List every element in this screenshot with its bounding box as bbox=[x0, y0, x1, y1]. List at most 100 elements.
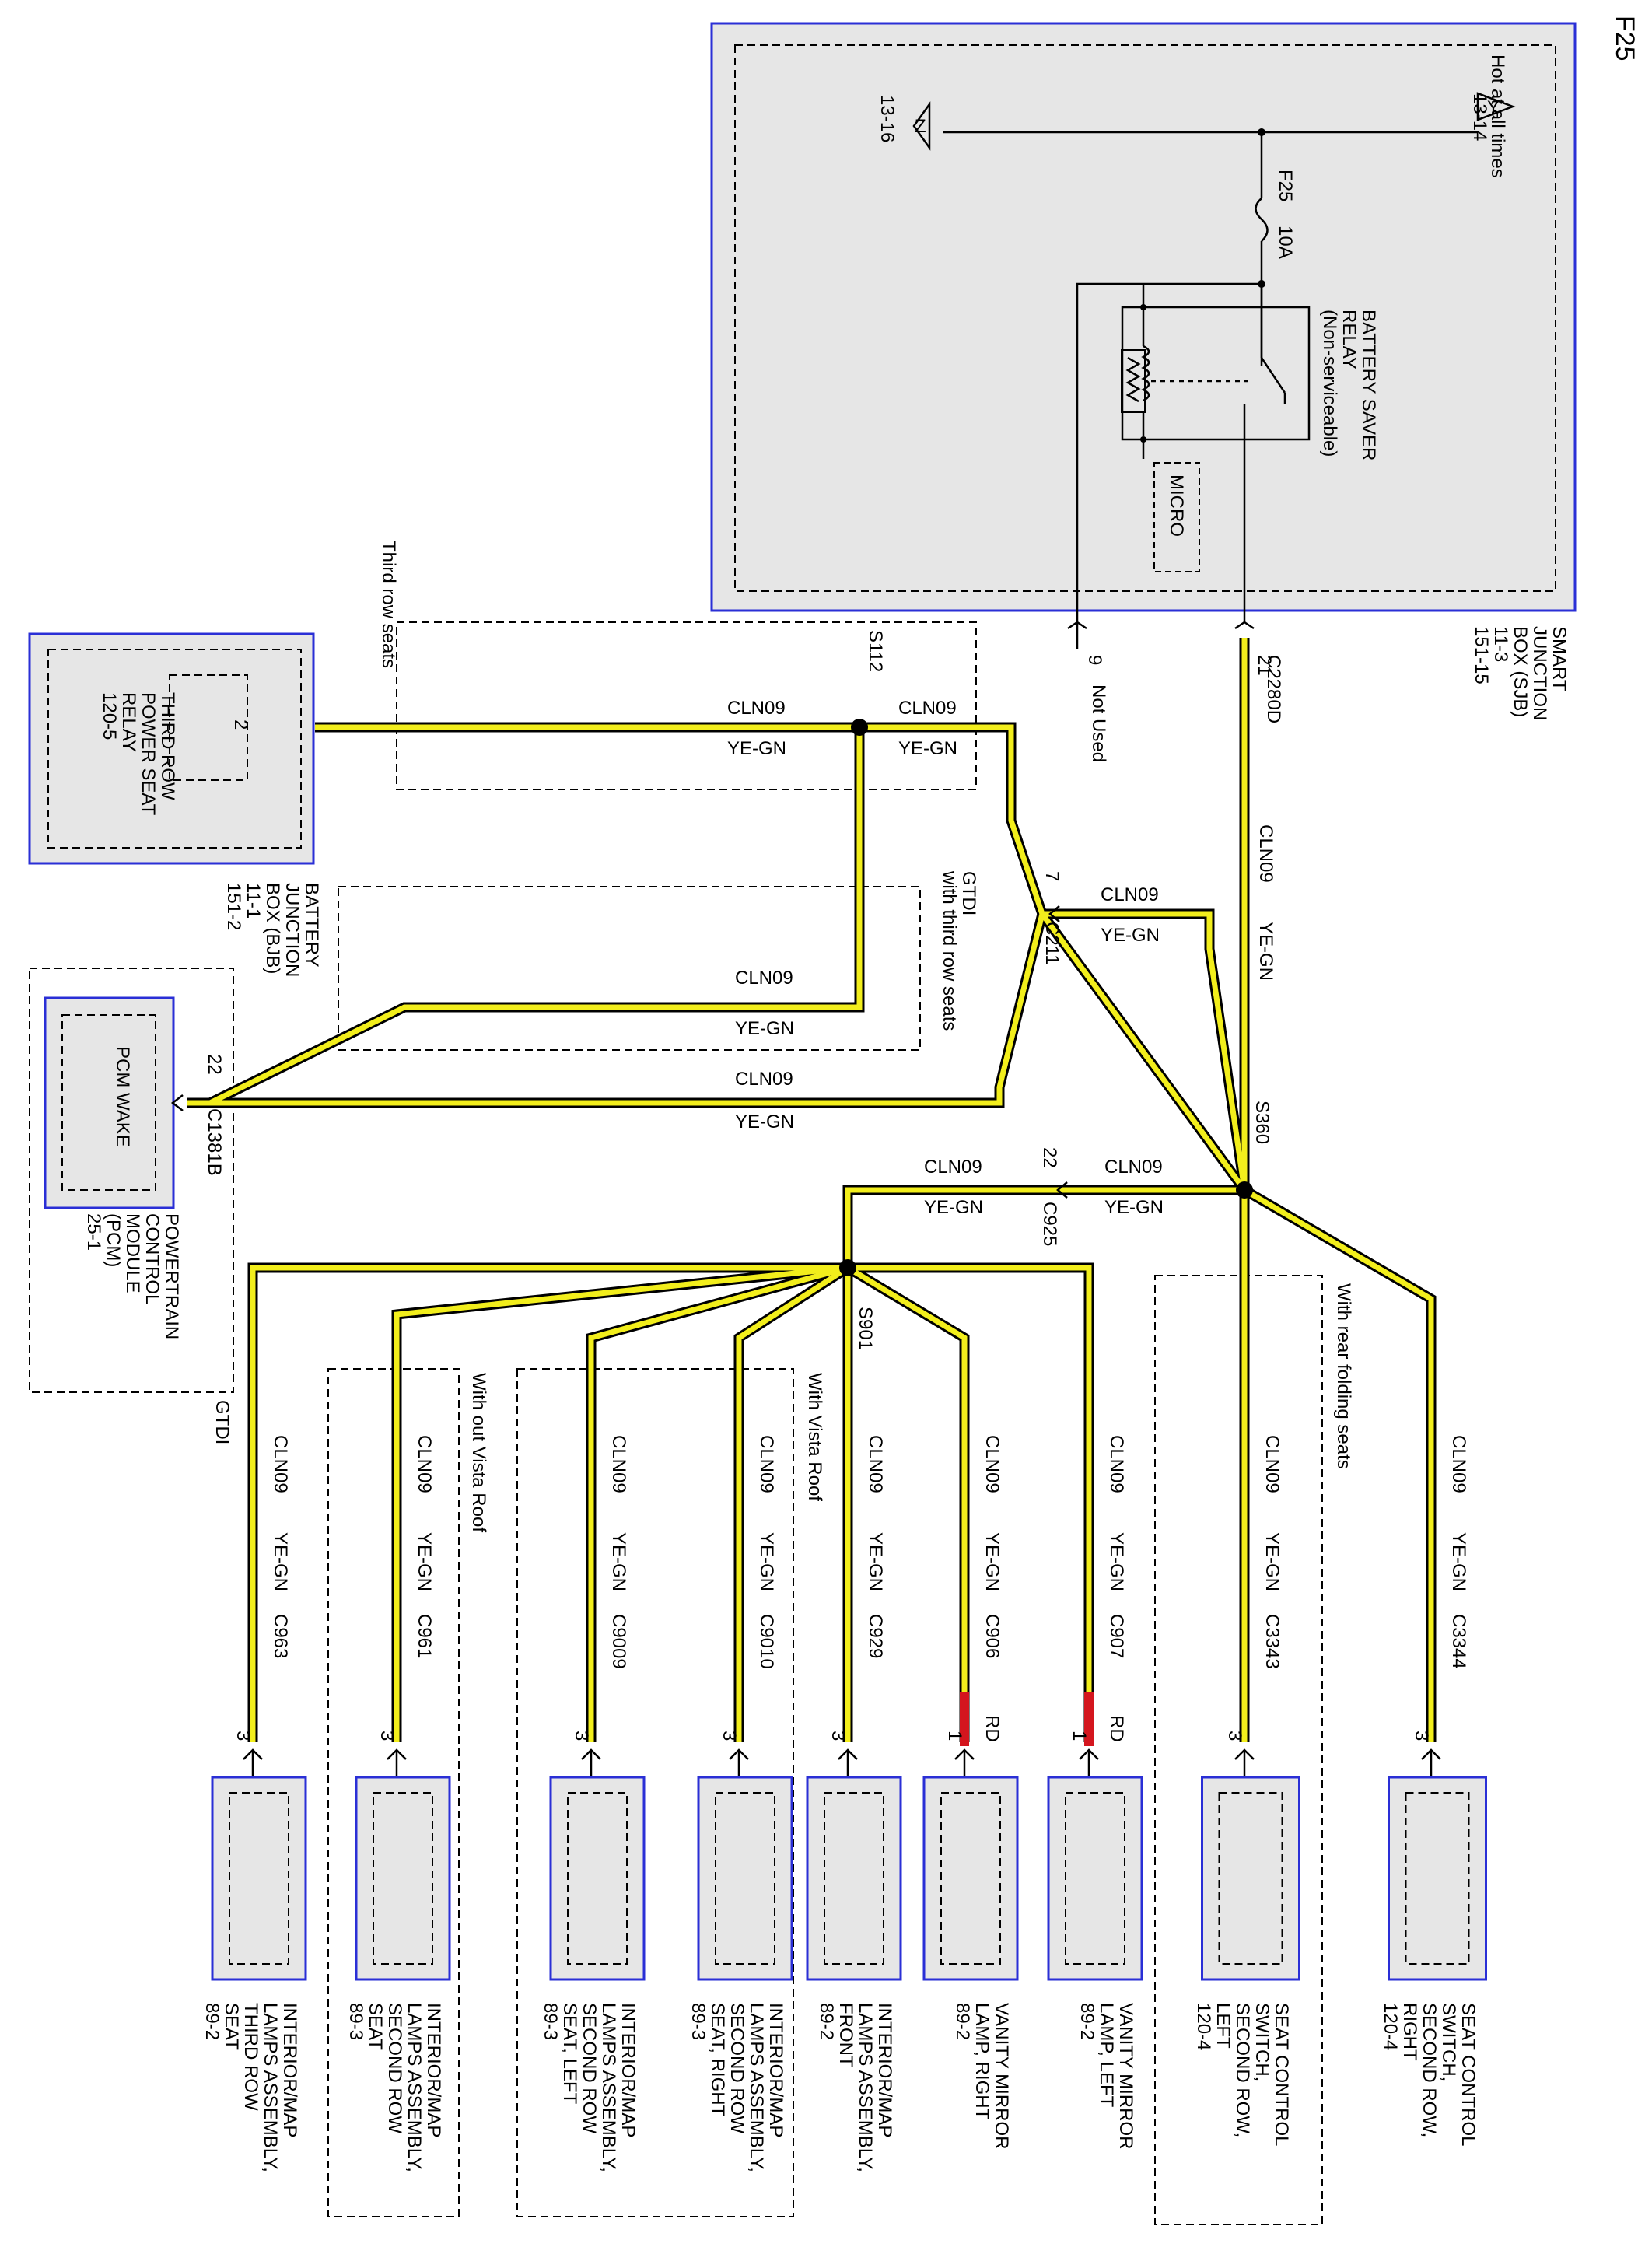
component-inner-dash bbox=[373, 1792, 433, 1965]
component-name-line: RIGHT bbox=[1399, 2003, 1420, 2061]
pcm-box bbox=[44, 996, 175, 1209]
gtdi-third-row-label-2: with third row seats bbox=[939, 870, 960, 1031]
component-inner-dash bbox=[567, 1792, 628, 1965]
wire-color-label: YE-GN bbox=[414, 1532, 435, 1591]
component-name-line: SECOND ROW bbox=[726, 2003, 747, 2133]
c211-pin: 7 bbox=[1041, 871, 1062, 881]
third-row-relay-pin: 2 bbox=[230, 719, 251, 730]
wire-label-trunk-circuit: CLN09 bbox=[1255, 824, 1276, 883]
y-triangle bbox=[1476, 92, 1516, 121]
component-name-line: 89-2 bbox=[1076, 2003, 1097, 2040]
rear-folding-label: With rear folding seats bbox=[1333, 1283, 1354, 1469]
component-name-line: SWITCH, bbox=[1438, 2003, 1459, 2081]
hot-label: Hot at all times bbox=[1487, 54, 1508, 178]
pin-label: 3 bbox=[1411, 1731, 1432, 1741]
wire-circuit-label: CLN09 bbox=[1262, 1435, 1283, 1493]
svg-text:BOX (SJB): BOX (SJB) bbox=[1510, 626, 1531, 717]
c211-arrow bbox=[1048, 905, 1060, 922]
component-name-line: 89-3 bbox=[688, 2003, 709, 2040]
wire-circuit-label: CLN09 bbox=[414, 1435, 435, 1493]
pin-label: 3 bbox=[1224, 1731, 1245, 1741]
pigtail-color-label: RD bbox=[982, 1715, 1003, 1742]
svg-text:151-15: 151-15 bbox=[1471, 626, 1492, 684]
component-inner-dash bbox=[824, 1792, 884, 1965]
splice-s901-dot bbox=[839, 1259, 856, 1276]
wire-circuit-label: CLN09 bbox=[270, 1435, 291, 1493]
component-name-line: 89-2 bbox=[816, 2003, 837, 2040]
component-name-line: SWITCH, bbox=[1251, 2003, 1272, 2081]
relay-switch bbox=[1260, 357, 1286, 404]
wire-color-label: YE-GN bbox=[865, 1532, 886, 1591]
svg-text:THIRD ROW: THIRD ROW bbox=[157, 692, 178, 800]
wire-label-c211-color: YE-GN bbox=[1101, 925, 1160, 946]
wire-label-trunk-color: YE-GN bbox=[1255, 922, 1276, 981]
component-box bbox=[697, 1776, 793, 1981]
bjb-label: BATTERY JUNCTION BOX (BJB) 11-1 151-2 bbox=[223, 883, 322, 977]
fuse-symbol bbox=[1255, 198, 1269, 242]
pigtail-color-label: RD bbox=[1106, 1715, 1127, 1742]
svg-text:11-3: 11-3 bbox=[1490, 626, 1511, 662]
pcm-wake: PCM WAKE bbox=[112, 1046, 133, 1147]
pin-label: 1 bbox=[1069, 1731, 1090, 1741]
component-name-line: 89-2 bbox=[201, 2003, 222, 2040]
component-name-line: LAMPS ASSEMBLY, bbox=[260, 2003, 281, 2172]
component-box bbox=[1388, 1776, 1487, 1981]
svg-text:25-1: 25-1 bbox=[83, 1213, 104, 1251]
z-label: Z bbox=[915, 116, 926, 137]
wire-circuit-label: CLN09 bbox=[982, 1435, 1003, 1493]
wire-color-label: YE-GN bbox=[608, 1532, 629, 1591]
wire-label-c925-left-color: YE-GN bbox=[924, 1197, 983, 1218]
svg-text:120-5: 120-5 bbox=[99, 692, 120, 740]
component-name-line: SEAT, RIGHT bbox=[707, 2003, 728, 2117]
component-box bbox=[806, 1776, 902, 1981]
wire-label-gtdi-circuit: CLN09 bbox=[735, 968, 793, 989]
with-vista-region bbox=[516, 1368, 794, 2217]
pin-label: 3 bbox=[719, 1731, 740, 1741]
wire-color-label: YE-GN bbox=[982, 1532, 1003, 1591]
svg-text:RELAY: RELAY bbox=[1339, 310, 1360, 369]
component-name-line: LAMP, RIGHT bbox=[971, 2003, 992, 2120]
third-row-label: Third row seats bbox=[378, 541, 399, 668]
wire-color-label: YE-GN bbox=[270, 1532, 291, 1591]
relay-resistor-zig bbox=[1125, 356, 1141, 403]
splice-s360: S360 bbox=[1251, 1101, 1272, 1144]
wire-color-label: YE-GN bbox=[756, 1532, 777, 1591]
component-inner-dash bbox=[229, 1792, 289, 1965]
component-name-line: LAMPS ASSEMBLY, bbox=[404, 2003, 425, 2172]
connector-label: C3343 bbox=[1262, 1614, 1283, 1669]
component-inner-dash bbox=[1065, 1792, 1125, 1965]
svg-text:POWERTRAIN: POWERTRAIN bbox=[161, 1213, 182, 1339]
wires-core bbox=[187, 638, 1434, 1742]
wire-label-s112-right-circuit: CLN09 bbox=[898, 698, 957, 719]
component-name-line: SECOND ROW, bbox=[1232, 2003, 1253, 2137]
component-name-line: 120-4 bbox=[1193, 2003, 1214, 2050]
connector-label: C906 bbox=[982, 1614, 1003, 1658]
svg-text:BATTERY SAVER: BATTERY SAVER bbox=[1358, 310, 1379, 460]
component-name-line: SEAT CONTROL bbox=[1271, 2003, 1292, 2146]
component-name-line: 89-3 bbox=[540, 2003, 561, 2040]
not-used-line bbox=[1076, 282, 1262, 622]
connector-label: C3344 bbox=[1448, 1614, 1469, 1669]
component-name-line: SECOND ROW bbox=[384, 2003, 405, 2133]
svg-text:BOX (BJB): BOX (BJB) bbox=[262, 883, 283, 974]
wire-circuit-label: CLN09 bbox=[756, 1435, 777, 1493]
pin-21-arrow bbox=[1234, 621, 1255, 630]
wire-color-label: YE-GN bbox=[1106, 1532, 1127, 1591]
component-box bbox=[211, 1776, 307, 1981]
component-name-line: SEAT, LEFT bbox=[559, 2003, 580, 2105]
wire-color-label: YE-GN bbox=[1262, 1532, 1283, 1591]
c925-arrow bbox=[1056, 1181, 1068, 1199]
wire-circuit-label: CLN09 bbox=[865, 1435, 886, 1493]
third-row-relay-label: THIRD ROW POWER SEAT RELAY 120-5 bbox=[99, 692, 178, 816]
pin-label: 3 bbox=[571, 1731, 592, 1741]
component-name-line: INTERIOR/MAP bbox=[765, 2003, 786, 2137]
component-name-line: 89-3 bbox=[345, 2003, 366, 2040]
pin-label: 3 bbox=[828, 1731, 849, 1741]
sjb-name: SMART JUNCTION BOX (SJB) 11-3 151-15 bbox=[1471, 626, 1570, 720]
relay-node-b bbox=[1140, 304, 1146, 310]
with-vista-label: With Vista Roof bbox=[804, 1373, 825, 1501]
connector-label: C907 bbox=[1106, 1614, 1127, 1658]
wire-label-s112-left-circuit: CLN09 bbox=[727, 698, 786, 719]
page-id: F25 bbox=[1610, 16, 1640, 61]
